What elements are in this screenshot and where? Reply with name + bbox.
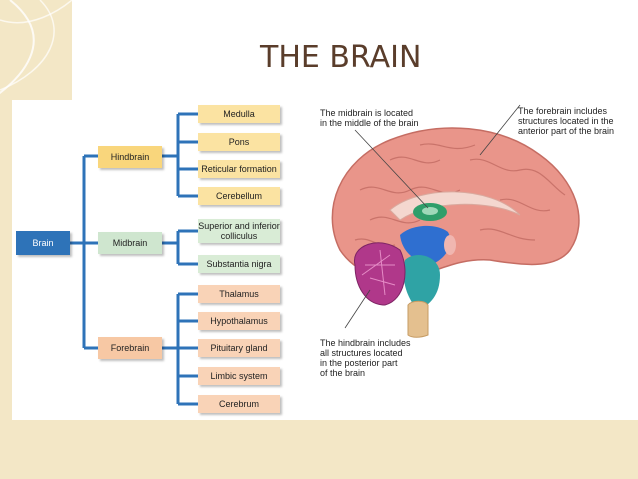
- node-forebrain: Forebrain: [98, 337, 162, 359]
- cerebellum-region: [354, 242, 406, 306]
- node-midbrain: Midbrain: [98, 232, 162, 254]
- node-pituitary-gland: Pituitary gland: [198, 339, 280, 357]
- spinal-cord: [407, 300, 429, 338]
- caption-hindbrain: The hindbrain includes all structures lo…: [320, 338, 411, 378]
- decorative-swirl: [0, 0, 72, 94]
- node-colliculus: Superior and inferior colliculus: [198, 219, 280, 243]
- caption-forebrain: The forebrain includes structures locate…: [518, 106, 615, 136]
- brainstem-region: [403, 255, 440, 310]
- node-thalamus: Thalamus: [198, 285, 280, 303]
- slide-title: THE BRAIN: [260, 40, 422, 75]
- node-cerebellum: Cerebellum: [198, 187, 280, 205]
- node-reticular-formation: Reticular formation: [198, 160, 280, 178]
- brain-hierarchy-diagram: Brain Hindbrain Midbrain Forebrain Medul…: [12, 100, 292, 420]
- forebrain-inner-region: [400, 225, 451, 265]
- node-substantia-nigra: Substantia nigra: [198, 255, 280, 273]
- caption-leader-lines: [344, 104, 521, 329]
- node-brain: Brain: [16, 231, 70, 255]
- node-pons: Pons: [198, 133, 280, 151]
- node-medulla: Medulla: [198, 105, 280, 123]
- node-hindbrain: Hindbrain: [98, 146, 162, 168]
- decorative-bottom-strip: [0, 420, 638, 479]
- node-cerebrum: Cerebrum: [198, 395, 280, 413]
- node-hypothalamus: Hypothalamus: [198, 312, 280, 330]
- tree-connectors: [70, 112, 198, 406]
- caption-midbrain: The midbrain is located in the middle of…: [320, 108, 419, 128]
- node-limbic-system: Limbic system: [198, 367, 280, 385]
- brain-illustration: [331, 104, 580, 338]
